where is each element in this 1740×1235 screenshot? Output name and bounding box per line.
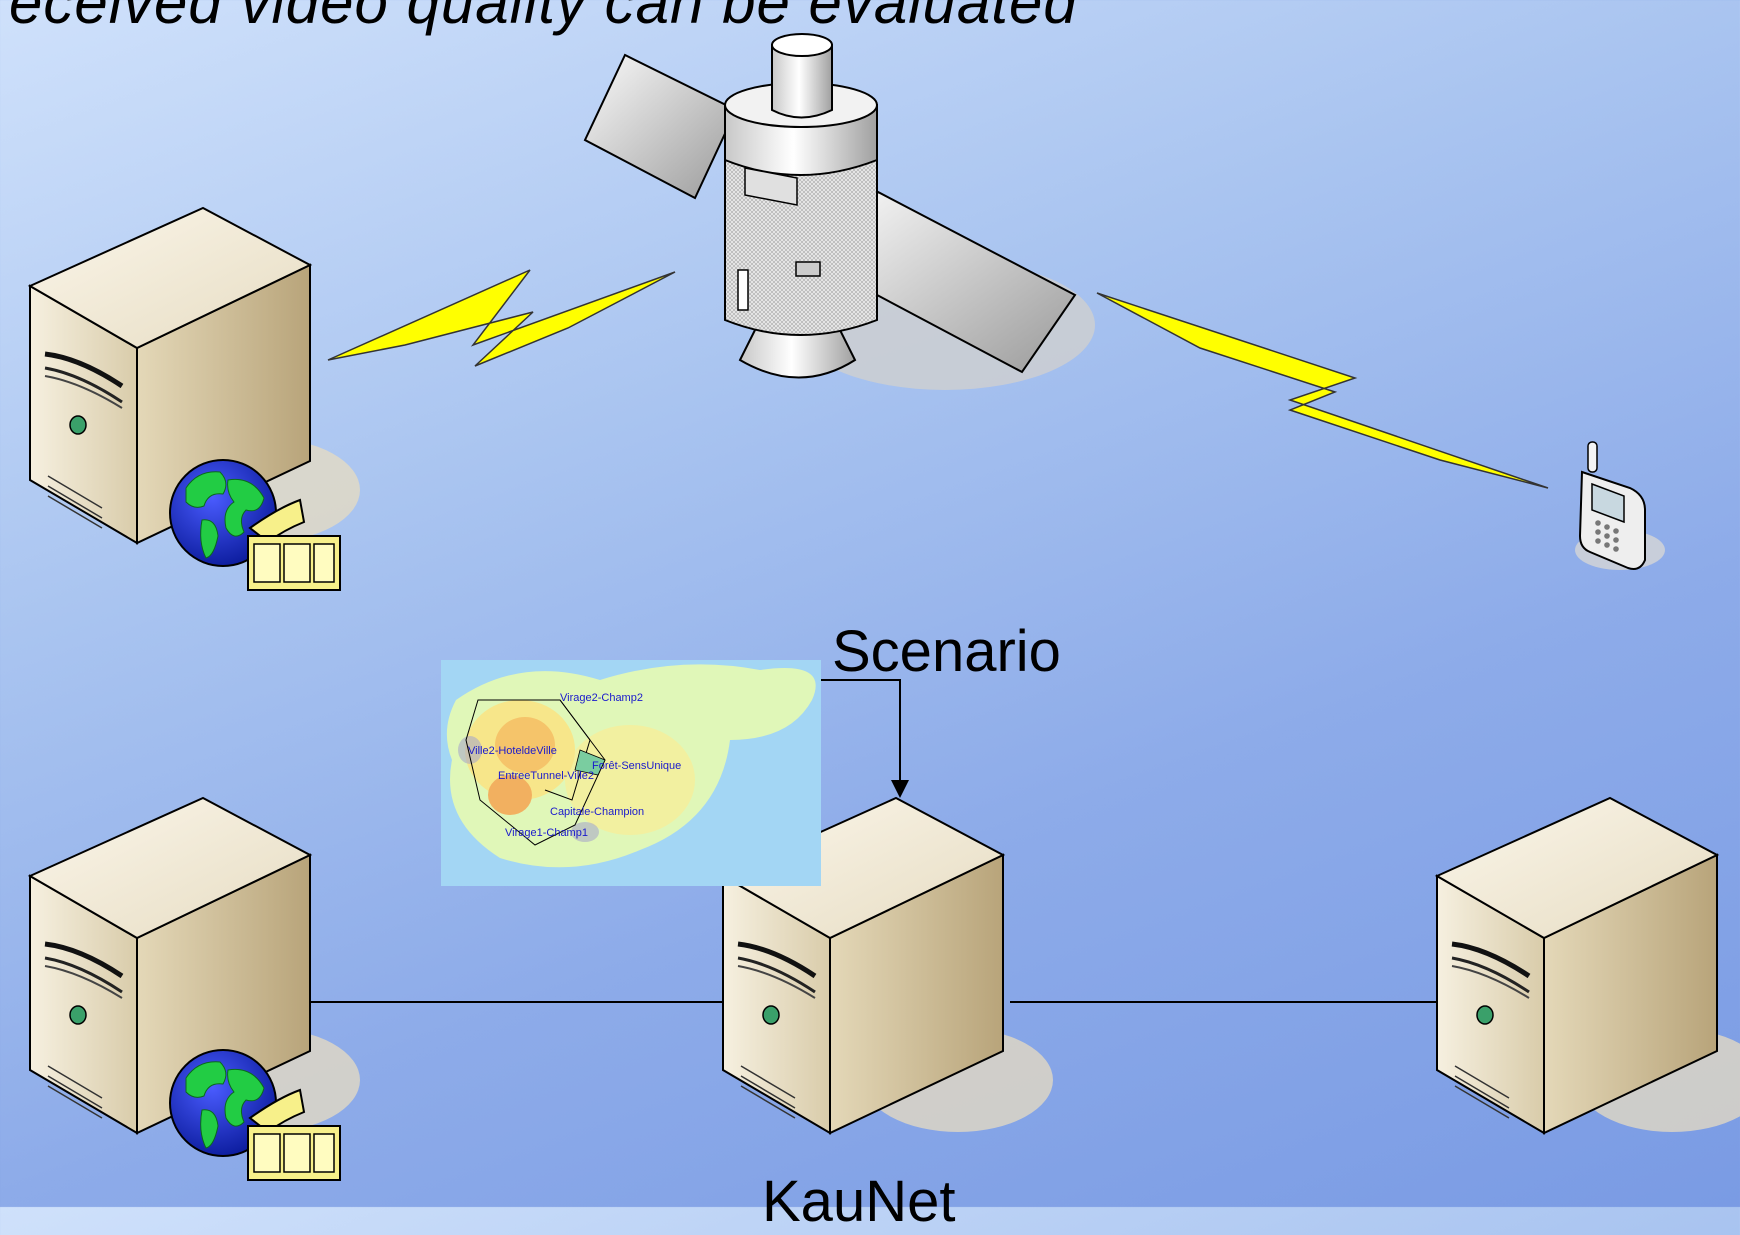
map-label-2: Ville2-HoteldeVille (468, 745, 557, 757)
map-label-5: Capitale-Champion (550, 806, 644, 818)
lightning-link-icon-left (327, 269, 676, 367)
server-icon-receiver (1437, 798, 1740, 1133)
scenario-map: Virage2-Champ2 Ville2-HoteldeVille Entre… (441, 660, 821, 886)
map-label-3: EntreeTunnel-Ville2 (498, 770, 594, 782)
lightning-link-icon-right (1096, 292, 1549, 489)
mobile-phone-icon (1575, 441, 1665, 570)
map-label-6: Virage1-Champ1 (505, 827, 588, 839)
scenario-label: Scenario (832, 619, 1061, 684)
map-label-4: Forêt-SensUnique (592, 760, 681, 772)
kaunet-label: KauNet (762, 1169, 956, 1234)
scenario-arrow (820, 679, 909, 798)
slide-title: received video quality can be evaluated (0, 0, 1078, 36)
network-diagram: Virage2-Champ2 Ville2-HoteldeVille Entre… (0, 33, 1740, 1181)
satellite-icon (583, 33, 1095, 390)
map-label-1: Virage2-Champ2 (560, 692, 643, 704)
